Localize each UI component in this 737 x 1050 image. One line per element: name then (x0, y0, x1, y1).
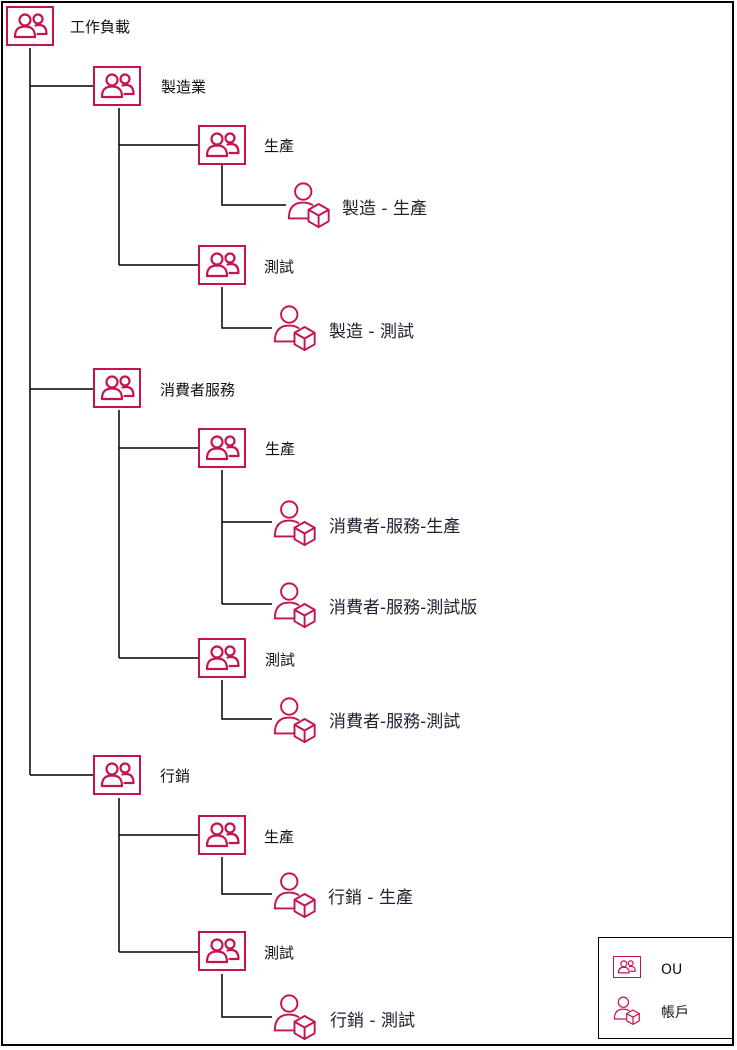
organizational-unit-icon (198, 428, 246, 468)
account-icon (273, 994, 316, 1040)
legend-account-label: 帳戶 (661, 1005, 689, 1021)
root-ou-label: 工作負載 (70, 18, 131, 36)
account-label-cs-beta: 消費者-服務-測試版 (329, 598, 478, 618)
account-label-mkt-test: 行銷 - 測試 (330, 1011, 415, 1031)
account-icon (613, 996, 640, 1025)
ou-label-consumer-services: 消費者服務 (160, 381, 236, 399)
connector-mkt-test-acct (221, 974, 272, 1018)
connector-mkt-prod-acct (221, 857, 272, 895)
account-label-cs-prod: 消費者-服務-生產 (329, 517, 461, 537)
ou-label-cs-prod: 生產 (265, 440, 296, 458)
account-label-cs-test: 消費者-服務-測試 (329, 712, 461, 732)
organizational-unit-icon (93, 755, 141, 795)
connector-cs-test-acct (221, 680, 272, 720)
legend-ou-label: OU (661, 962, 683, 978)
connector-mfg-test-acct (221, 287, 272, 329)
account-label-mfg-prod: 製造 - 生產 (342, 199, 427, 219)
account-label-mkt-prod: 行銷 - 生產 (328, 888, 413, 908)
organizational-unit-icon (613, 956, 641, 978)
account-icon (273, 697, 316, 743)
account-icon (287, 182, 330, 228)
ou-label-mfg-prod: 生產 (264, 137, 295, 155)
organizational-unit-icon (6, 6, 54, 46)
account-label-mfg-test: 製造 - 測試 (329, 322, 414, 342)
organizational-unit-icon (198, 125, 246, 165)
account-icon (273, 500, 316, 546)
account-icon (273, 305, 316, 351)
ou-label-cs-test: 測試 (265, 651, 296, 669)
ou-label-marketing: 行銷 (160, 767, 191, 785)
organizational-unit-icon (93, 66, 141, 106)
legend: OU 帳戶 (598, 937, 733, 1039)
account-icon (273, 872, 316, 918)
organizational-unit-icon (198, 931, 246, 971)
ou-label-mkt-prod: 生產 (264, 828, 295, 846)
connector-mfg-prod-acct (221, 165, 286, 206)
organizational-unit-icon (198, 638, 246, 678)
organizational-unit-icon (198, 245, 246, 285)
ou-label-mkt-test: 測試 (264, 944, 295, 962)
organizational-unit-icon (93, 368, 141, 408)
account-icon (273, 582, 316, 628)
ou-label-manufacturing: 製造業 (161, 78, 207, 96)
organizational-unit-icon (198, 815, 246, 855)
ou-label-mfg-test: 測試 (264, 258, 295, 276)
